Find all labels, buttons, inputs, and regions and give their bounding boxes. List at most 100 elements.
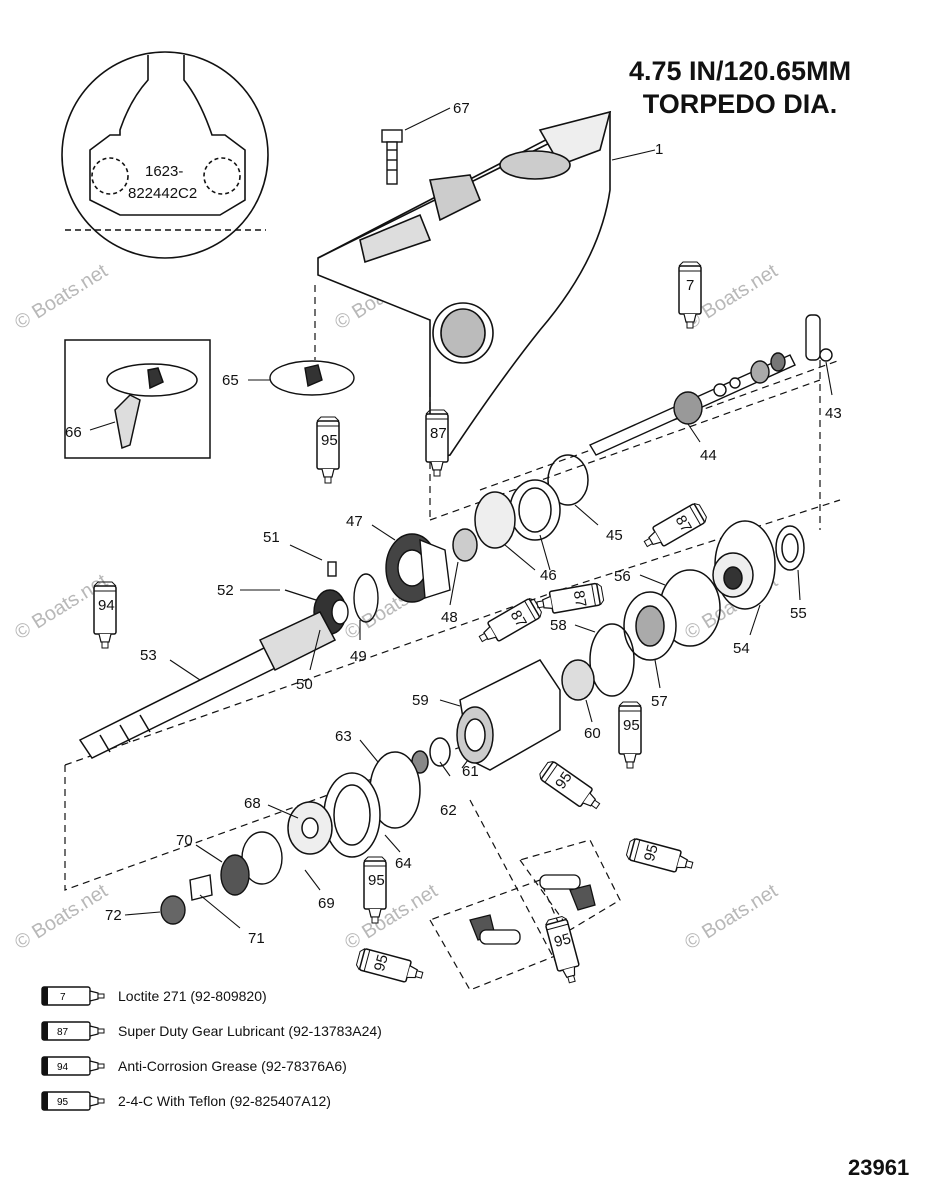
tube-label-87-top: 87 (430, 425, 447, 442)
callout-68: 68 (244, 795, 261, 812)
lube-tube-87-mid: 87 (534, 581, 606, 617)
inset-label-part-number: 822442C2 (128, 185, 197, 202)
callout-50: 50 (296, 676, 313, 693)
callout-49: 49 (350, 648, 367, 665)
legend-row-94: 94 Anti-Corrosion Grease (92-78376A6) (40, 1055, 540, 1090)
tube-label-95-left: 95 (371, 953, 392, 974)
lube-tube-95-bottom: 95 (543, 914, 584, 986)
water-tube-43 (805, 314, 833, 362)
bearing-carrier-59 (411, 659, 561, 774)
bolt-67 (381, 129, 403, 185)
tube-label-95-hub: 95 (368, 872, 385, 889)
legend-row-7: 7 Loctite 271 (92-809820) (40, 985, 540, 1020)
callout-47: 47 (346, 513, 363, 530)
leader-lines (89, 107, 833, 929)
callout-46: 46 (540, 567, 557, 584)
legend-row-95: 95 2-4-C With Teflon (92-825407A12) (40, 1090, 540, 1125)
rings-45-46 (452, 454, 589, 562)
forward-gear-54 (659, 520, 805, 647)
lube-tube-95-mid: 95 (536, 758, 605, 816)
callout-72: 72 (105, 907, 122, 924)
lube-tube-95-right: 95 (624, 836, 696, 877)
callout-62: 62 (440, 802, 457, 819)
watermark-center-low: © Boats.net (341, 880, 442, 954)
lube-tube-95-carrier: 95 (618, 701, 642, 769)
inset-label-1623: 1623- (145, 163, 183, 180)
tube-icon: 95 (41, 1091, 105, 1111)
callout-61: 61 (462, 763, 479, 780)
legend-text-loctite: Loctite 271 (92-809820) (118, 988, 267, 1004)
callout-1: 1 (655, 141, 663, 158)
lube-tube-87-low: 87 (474, 595, 545, 650)
lubricant-legend: 7 Loctite 271 (92-809820) 87 Super Duty … (40, 985, 540, 1125)
tube-label-87-low: 87 (507, 607, 530, 630)
callout-55: 55 (790, 605, 807, 622)
watermark-right-low: © Boats.net (681, 880, 782, 954)
tube-label-95-right: 95 (641, 843, 662, 864)
legend-text-gear-lube: Super Duty Gear Lubricant (92-13783A24) (118, 1023, 382, 1039)
anode-inset-box (64, 339, 211, 459)
callout-66: 66 (65, 424, 82, 441)
decal-inset-circle: 1623- 822442C2 (61, 51, 269, 259)
callout-52: 52 (217, 582, 234, 599)
callout-45: 45 (606, 527, 623, 544)
tube-label-95-bottom: 95 (552, 930, 573, 951)
callout-numbers: 1 67 65 66 43 44 45 46 47 48 49 50 51 52… (65, 100, 842, 947)
tube-label-95-top: 95 (321, 432, 338, 449)
legend-row-87: 87 Super Duty Gear Lubricant (92-13783A2… (40, 1020, 540, 1055)
drawing-number: 23961 (848, 1155, 910, 1180)
diagram-title: 4.75 IN/120.65MM TORPEDO DIA. (600, 55, 880, 121)
tube-icon: 87 (41, 1021, 105, 1041)
tube-label-7: 7 (686, 277, 694, 294)
lube-tube-95-left: 95 (354, 946, 426, 987)
watermark-left-low: © Boats.net (11, 880, 112, 954)
legend-tube-num: 7 (60, 992, 66, 1003)
callout-54: 54 (733, 640, 750, 657)
legend-text-2-4-c: 2-4-C With Teflon (92-825407A12) (118, 1093, 331, 1109)
callout-53: 53 (140, 647, 157, 664)
thrust-hub-64 (287, 751, 421, 858)
callout-59: 59 (412, 692, 429, 709)
lube-tube-95-top: 95 (316, 416, 340, 484)
legend-tube-num: 95 (57, 1097, 69, 1108)
legend-tube-num: 87 (57, 1027, 69, 1038)
trim-tab-65 (269, 360, 355, 396)
callout-58: 58 (550, 617, 567, 634)
tube-label-95-mid: 95 (552, 769, 575, 792)
callout-67: 67 (453, 100, 470, 117)
callout-57: 57 (651, 693, 668, 710)
shift-shaft-44 (588, 352, 796, 456)
callout-70: 70 (176, 832, 193, 849)
lube-tube-95-hub: 95 (363, 856, 387, 924)
callout-60: 60 (584, 725, 601, 742)
prop-nut-parts (160, 831, 283, 925)
legend-tube-num: 94 (57, 1062, 69, 1073)
callout-63: 63 (335, 728, 352, 745)
tube-label-95-carrier: 95 (623, 717, 640, 734)
tube-label-87-right: 87 (672, 512, 695, 535)
callout-69: 69 (318, 895, 335, 912)
callout-65: 65 (222, 372, 239, 389)
callout-43: 43 (825, 405, 842, 422)
callout-51: 51 (263, 529, 280, 546)
callout-64: 64 (395, 855, 412, 872)
callout-44: 44 (700, 447, 717, 464)
watermark-left: © Boats.net (11, 260, 112, 334)
title-line-1: 4.75 IN/120.65MM (628, 56, 852, 86)
callout-48: 48 (441, 609, 458, 626)
legend-text-anti-corrosion: Anti-Corrosion Grease (92-78376A6) (118, 1058, 347, 1074)
callout-56: 56 (614, 568, 631, 585)
title-line-2: TORPEDO DIA. (642, 89, 838, 119)
tube-icon: 94 (41, 1056, 105, 1076)
bearing-57 (561, 591, 677, 701)
tab-clips (469, 874, 596, 945)
tube-icon: 7 (41, 986, 105, 1006)
gear-housing (317, 110, 612, 462)
lube-tube-94: 94 (93, 581, 117, 649)
lube-tube-87-right: 87 (639, 500, 710, 555)
lube-tube-7: 7 (678, 261, 702, 329)
pinion-gear-47 (385, 533, 451, 603)
tube-label-94: 94 (98, 597, 115, 614)
callout-71: 71 (248, 930, 265, 947)
